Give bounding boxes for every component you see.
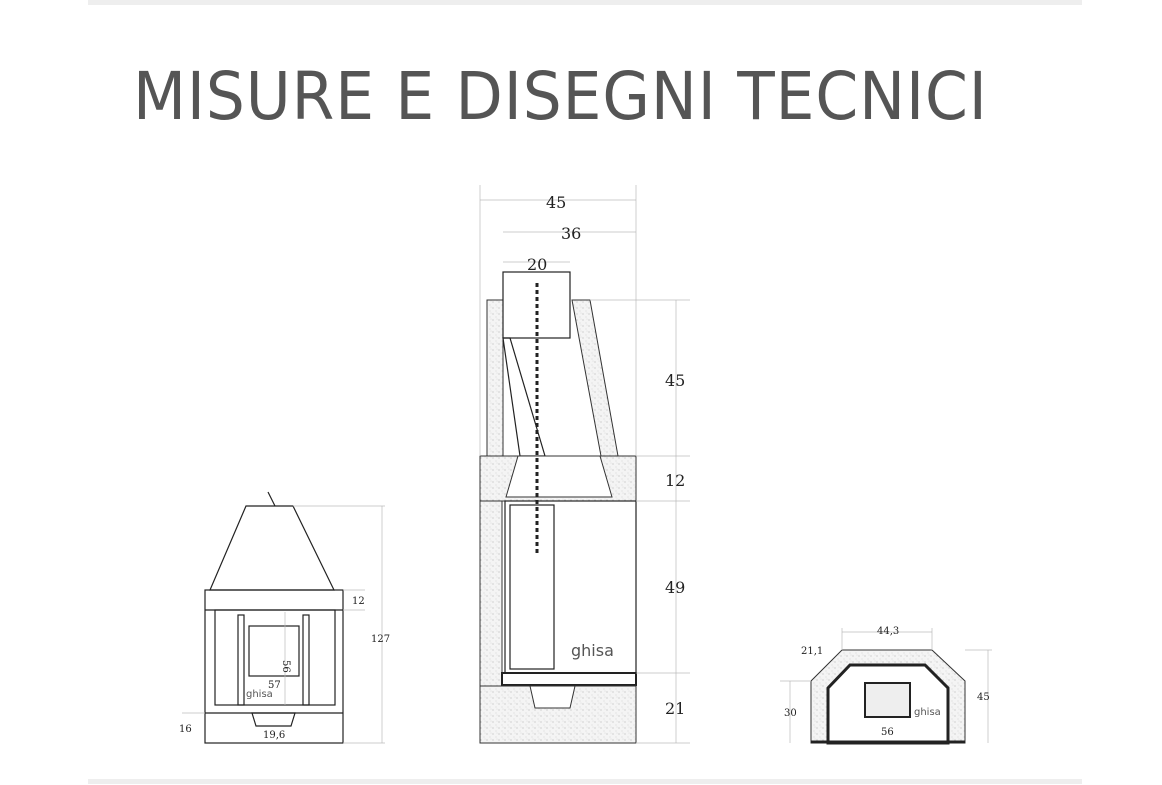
plan-brand-label: ghisa <box>914 707 941 718</box>
front-opening-height-label: 56 <box>280 660 291 673</box>
side-opening-height-label: 49 <box>665 578 685 597</box>
front-height-label: 127 <box>371 634 390 645</box>
front-lintel-label: 12 <box>352 596 365 607</box>
side-flue-label: 20 <box>527 255 547 274</box>
plan-side-depth-label: 30 <box>784 708 797 719</box>
front-brand-label: ghisa <box>246 689 273 700</box>
side-view-drawing: 45 36 20 45 12 49 21 ghisa <box>479 185 690 744</box>
plan-total-depth-label: 45 <box>977 692 990 703</box>
front-ash-width-label: 19,6 <box>263 730 285 741</box>
page-title: MISURE E DISEGNI TECNICI <box>133 58 988 135</box>
side-brand-label: ghisa <box>571 641 614 660</box>
plan-back-width-label: 44,3 <box>877 626 899 637</box>
plan-front-width-label: 56 <box>881 727 894 738</box>
plan-diagonal-label: 21,1 <box>801 646 823 657</box>
front-base-label: 16 <box>179 724 192 735</box>
front-view-drawing: 12 127 56 57 ghisa 16 19,6 <box>179 491 390 744</box>
side-depth-inner-label: 36 <box>561 224 581 243</box>
bottom-divider <box>88 779 1082 784</box>
side-hood-height-label: 45 <box>665 371 685 390</box>
front-opening-width-label: 57 <box>268 680 281 691</box>
side-base-label: 21 <box>665 699 685 718</box>
side-lintel-label: 12 <box>665 471 685 490</box>
top-divider <box>88 0 1082 5</box>
plan-view-drawing: 44,3 21,1 30 45 56 ghisa <box>780 626 992 745</box>
side-depth-total-label: 45 <box>546 193 566 212</box>
